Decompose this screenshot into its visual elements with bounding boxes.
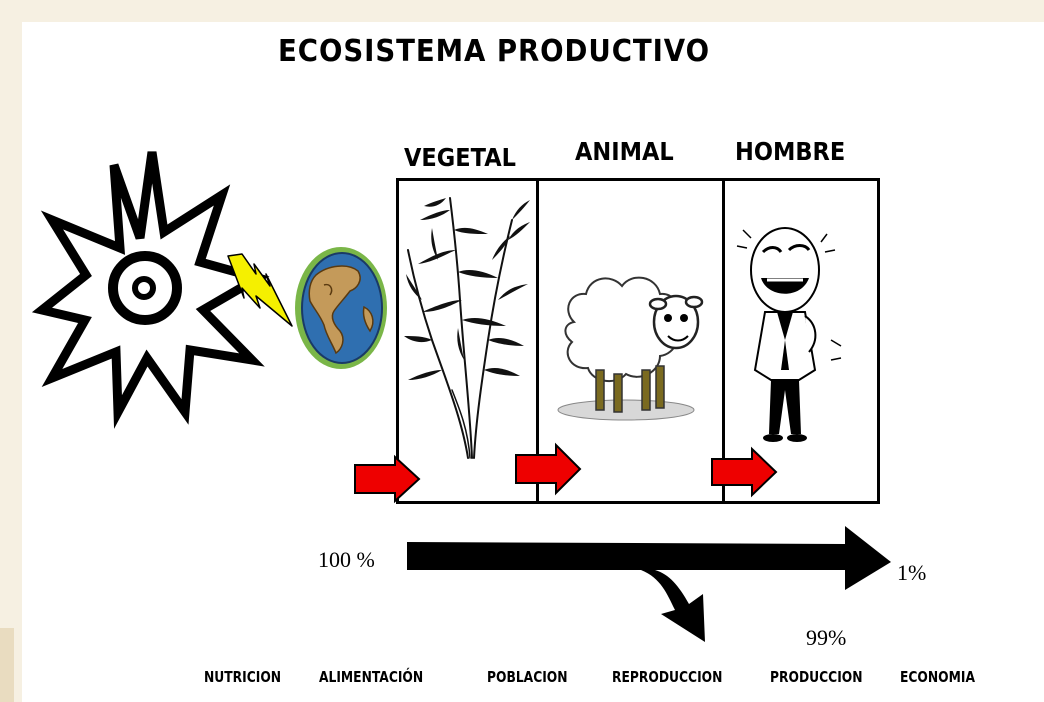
- label-economia: ECONOMIA: [900, 668, 975, 686]
- sheep-icon: [557, 276, 704, 421]
- energy-flow-arrow: [407, 526, 891, 642]
- label-nutricion: NUTRICION: [204, 668, 282, 686]
- trophic-levels-box: [396, 178, 880, 504]
- column-label-vegetal: VEGETAL: [404, 143, 516, 172]
- diagram-title: ECOSISTEMA PRODUCTIVO: [278, 34, 710, 69]
- sun-icon: [31, 151, 270, 429]
- label-poblacion: POBLACION: [487, 668, 568, 686]
- slide-left-border: [0, 0, 22, 702]
- label-alimentacion: ALIMENTACIÓN: [319, 668, 424, 686]
- lightning-icon: [227, 253, 293, 327]
- energy-start-percent: 100 %: [318, 547, 375, 572]
- box-divider-1: [536, 178, 539, 504]
- slide-top-border: [0, 0, 1044, 22]
- slide-left-border-accent: [0, 628, 14, 702]
- man-icon: [736, 227, 842, 442]
- red-flow-arrow-3: [711, 446, 778, 498]
- red-flow-arrow-1: [354, 454, 421, 504]
- column-label-animal: ANIMAL: [575, 137, 674, 166]
- energy-end-percent: 1%: [897, 560, 927, 585]
- earth-globe-icon: [295, 247, 387, 369]
- column-label-hombre: HOMBRE: [735, 137, 846, 166]
- label-reproduccion: REPRODUCCION: [612, 668, 723, 686]
- energy-loss-percent: 99%: [806, 625, 847, 650]
- label-produccion: PRODUCCION: [770, 668, 863, 686]
- plant-icon: [404, 197, 530, 459]
- red-flow-arrow-2: [515, 442, 582, 496]
- box-divider-2: [722, 178, 725, 504]
